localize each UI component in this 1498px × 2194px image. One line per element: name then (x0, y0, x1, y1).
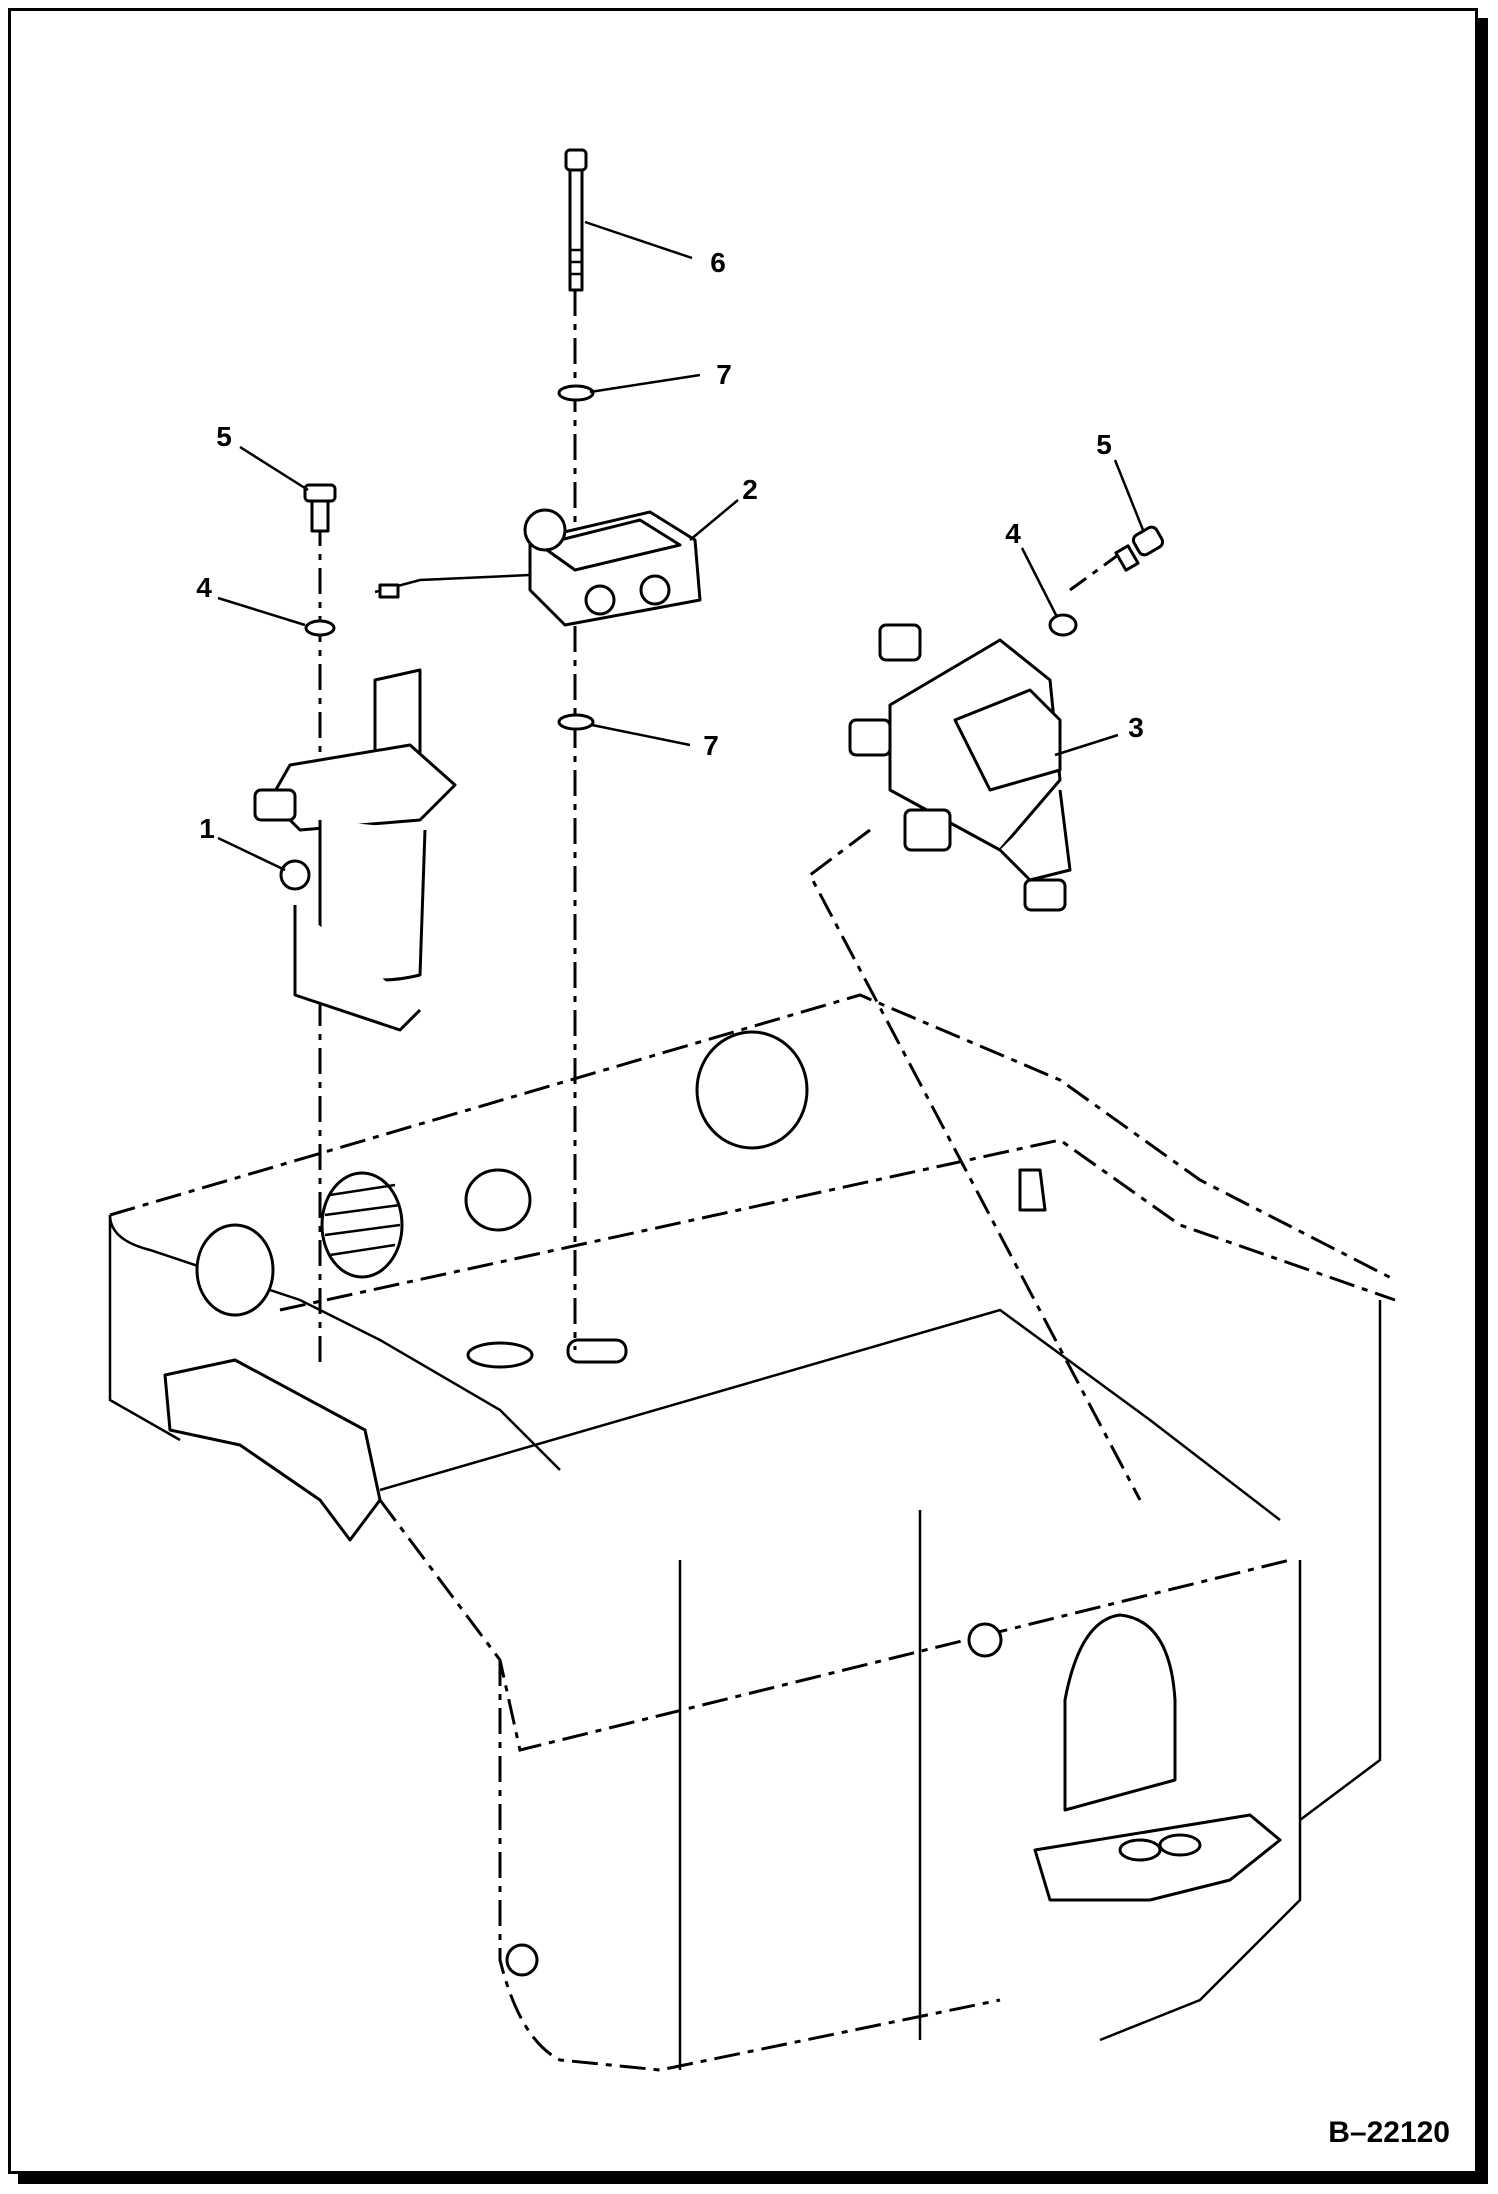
part-7-washer-top (557, 384, 595, 402)
callout-4-right: 4 (1005, 518, 1021, 549)
callout-5-right: 5 (1096, 429, 1112, 460)
part-4-washer-right (1048, 613, 1078, 637)
leader-lines (217, 220, 1145, 872)
callout-7-top: 7 (716, 359, 732, 390)
drawing-number: B–22120 (1328, 2116, 1450, 2149)
part-5-bolt-left (303, 483, 337, 533)
part-1-filter (253, 668, 457, 1032)
part-3-valve (848, 623, 1072, 912)
callout-4-left: 4 (196, 572, 212, 603)
assembly-lines (318, 290, 1142, 1501)
part-7-washer-mid (557, 713, 595, 731)
callout-7-mid: 7 (703, 730, 719, 761)
callout-3: 3 (1128, 712, 1144, 743)
part-2-valve (374, 508, 702, 627)
part-5-bolt-right (1114, 525, 1165, 572)
part-6-bolt (564, 148, 588, 292)
callout-2: 2 (742, 474, 758, 505)
callout-6: 6 (710, 247, 726, 278)
callout-5-left: 5 (216, 421, 232, 452)
part-4-washer-left (304, 619, 336, 637)
chassis-frame (108, 993, 1396, 2072)
callout-1: 1 (199, 813, 215, 844)
